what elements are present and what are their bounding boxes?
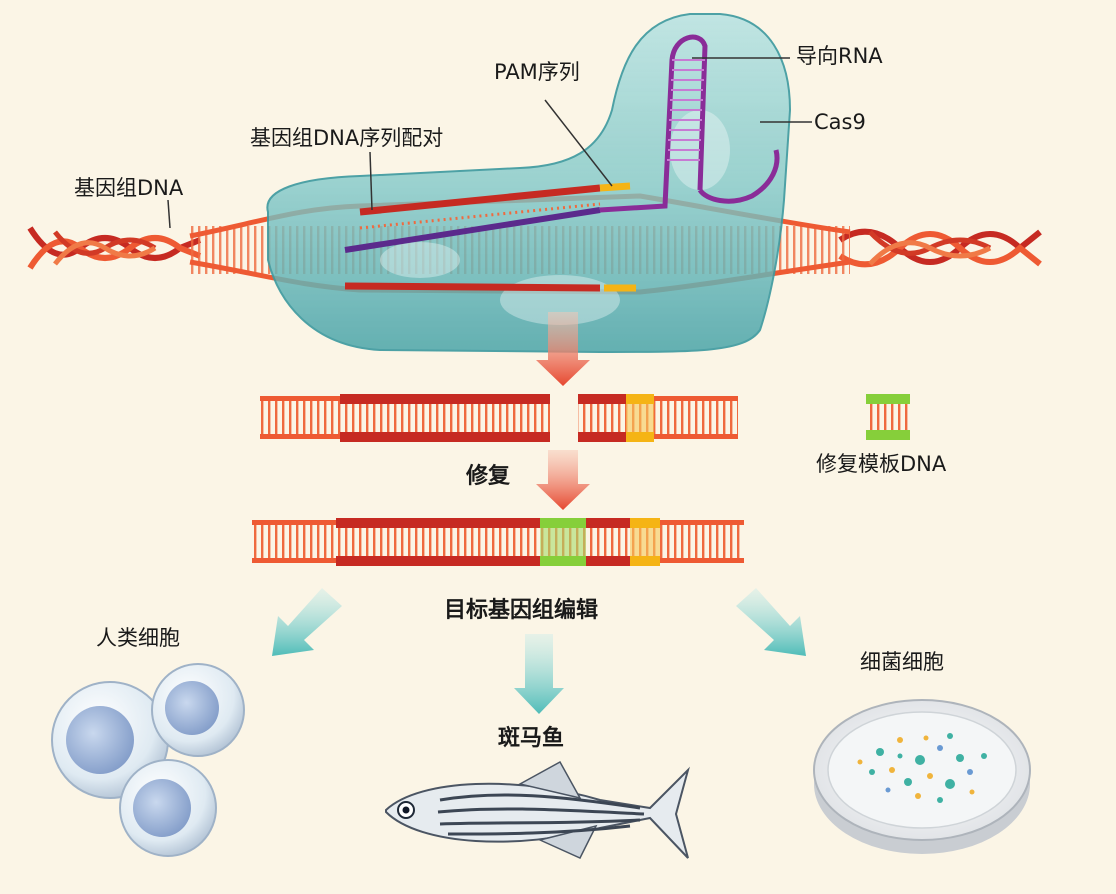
bacteria-colonies (857, 733, 987, 803)
zebrafish (385, 760, 690, 859)
label-cas9: Cas9 (814, 110, 866, 134)
red-arrow-1 (536, 312, 590, 386)
label-genomic-dna: 基因组DNA (74, 176, 184, 200)
petri-dish (813, 699, 1031, 854)
label-pam: PAM序列 (494, 60, 580, 84)
cut-dna (260, 394, 738, 442)
label-bacteria: 细菌细胞 (860, 650, 944, 674)
repair-template-dna (866, 394, 910, 440)
label-repair-template: 修复模板DNA (816, 452, 947, 476)
teal-arrow-center (514, 634, 564, 714)
leader-lines (167, 57, 812, 229)
label-zebrafish: 斑马鱼 (498, 726, 565, 751)
label-human-cells: 人类细胞 (96, 626, 180, 650)
human-cells (51, 663, 245, 857)
label-genomic-pairing: 基因组DNA序列配对 (250, 126, 444, 150)
guide-rna (599, 34, 780, 213)
cas9-dna-strands (344, 182, 636, 292)
teal-arrow-left (272, 588, 342, 656)
dna-helix-left (27, 226, 202, 270)
repaired-dna (252, 518, 744, 566)
dna-helix-right (838, 228, 1042, 268)
label-guide-rna: 导向RNA (796, 44, 883, 68)
red-arrow-2 (536, 450, 590, 510)
label-target-editing: 目标基因组编辑 (444, 598, 599, 623)
teal-arrow-right (736, 588, 806, 656)
label-repair: 修复 (466, 464, 511, 489)
